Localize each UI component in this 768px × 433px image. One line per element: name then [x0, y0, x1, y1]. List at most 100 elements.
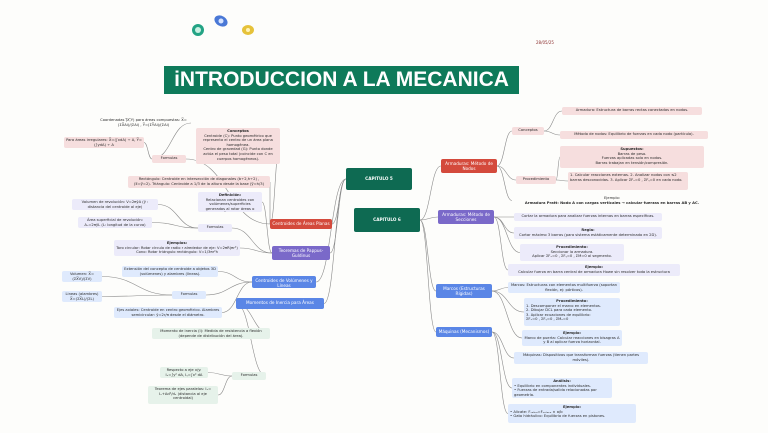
ejemplo1-title: Ejemplo:	[603, 196, 621, 200]
connector-hub-capitulo-6-node-maquinas	[419, 219, 437, 333]
connector-formulas-volumenes-lineas-formula	[101, 294, 173, 297]
connector-hub-capitulo-6-node-marcos	[419, 219, 437, 292]
connector-formulas-pappus-area-superficial	[151, 222, 199, 229]
connector-node-maquinas-maquinas-def	[491, 331, 515, 359]
marcos-def: Marcos: Estructuras con elementos multif…	[508, 282, 620, 293]
regla: Regla: Cortar máximo 3 barras (para sist…	[514, 227, 662, 239]
connector-node-marcos-marcos-def	[491, 287, 509, 292]
node-centroides-volumenes[interactable]: Centroides de Volúmenes y Líneas	[252, 276, 316, 288]
connector-formulas-centroides-areas-irregulares	[143, 142, 153, 160]
supuestos-body: Barras de peso. Fuerzas aplicadas solo e…	[595, 151, 669, 165]
connector-node-metodo-secciones-ejemplo-howe	[493, 216, 509, 271]
connector-procedimiento-nodos-procedimiento-lista	[555, 179, 569, 182]
date-label: 28/05/25	[536, 40, 554, 45]
node-centroides-areas[interactable]: Centroides de Áreas Planas	[270, 219, 332, 229]
connector-hub-capitulo-6-node-metodo-secciones	[419, 216, 439, 221]
conceptos-centroides: Conceptos Centroide (C): Punto geométric…	[196, 128, 280, 164]
proc3-body: 1. Descomponer el marco en elementos. 2.…	[526, 303, 602, 322]
formulas-inercia[interactable]: Formulas	[232, 372, 266, 380]
connector-procedimiento-nodos-supuestos	[555, 156, 561, 181]
node-teoremas-pappus[interactable]: Teoremas de Pappus-Guldinus	[272, 246, 330, 260]
connector-node-metodo-nodos-procedimiento-nodos	[496, 165, 517, 181]
ejemplos-title: Ejemplos:	[166, 241, 188, 245]
connector-formulas-inercia-ejes-paralelos	[217, 375, 233, 396]
connector-node-metodo-nodos-conceptos-armaduras	[496, 130, 513, 167]
formulas-centroides[interactable]: Formulas	[152, 155, 186, 163]
procedimiento-nodos[interactable]: Procedimiento	[516, 176, 556, 184]
ejemplo2-body: Calcular fuerza en barra central de arma…	[518, 269, 670, 274]
conceptos-body: Centroide (C): Punto geométrico que repr…	[203, 133, 273, 161]
connector-node-centroides-volumenes-formulas-volumenes	[205, 281, 253, 296]
connector-node-marcos-ejemplo-puerta	[491, 290, 523, 339]
connector-node-teoremas-pappus-formulas-pappus	[231, 227, 273, 254]
connector-conceptos-armaduras-armadura-def	[543, 110, 563, 132]
armadura-def: Armadura: Estructura de barras rectas co…	[562, 107, 702, 115]
secciones-def: Cortar la armadura para analizar fuerzas…	[514, 213, 662, 221]
node-momentos-inercia[interactable]: Momentos de Inercia para Áreas	[236, 298, 324, 309]
conceptos-title: Conceptos	[227, 129, 249, 133]
connector-conceptos-armaduras-metodo-nodos-def	[543, 130, 561, 136]
connector-node-teoremas-pappus-ejemplos-pappus	[239, 247, 273, 254]
procedimiento-secciones: Procedimiento: Seccionar la armadura. Ap…	[520, 244, 624, 261]
analisis: Análisis: • Equilibrio en componentes in…	[512, 378, 612, 398]
connector-node-maquinas-ejemplo-alicate	[491, 331, 509, 414]
ejes-axiales: Ejes axiales: Centroide en centro geomét…	[114, 307, 222, 318]
node-metodo-secciones[interactable]: Armaduras: Método de Secciones	[438, 210, 494, 224]
ejemplo1-body: Armadura Pratt: Nodo A con cargas vertic…	[524, 200, 700, 205]
connector-hub-capitulo-6-node-metodo-nodos	[419, 165, 442, 221]
conceptos-armaduras[interactable]: Conceptos	[512, 127, 544, 135]
procedimiento-lista: 1. Calcular reacciones externas. 2. Anal…	[568, 172, 688, 190]
hub-capitulo-6[interactable]: CAPITULO 6	[354, 208, 420, 232]
volumen-revolucion: Volumen de revolución: V=2πȳA (ȳ : dista…	[72, 199, 158, 210]
definicion-pappus: Definición: Relacionan centroides con vo…	[198, 192, 262, 212]
connector-hub-capitulo-5-node-momentos-inercia	[323, 178, 347, 304]
supuestos: Supuestos: Barras de peso. Fuerzas aplic…	[560, 146, 704, 168]
node-marcos[interactable]: Marcos (Estructuras Rígidas)	[436, 284, 492, 298]
connector-node-centroides-volumenes-extension-3d	[217, 271, 253, 283]
areas-irregulares: Para áreas irregulares: X̅=(∫xdA) ÷ A, Y…	[64, 137, 144, 148]
ejemplo4-title: Ejemplo:	[562, 405, 582, 409]
ejes-paralelos: Teorema de ejes paralelos: Iₓ= Iₓ+Ad²/dₓ…	[148, 386, 218, 404]
connector-formulas-inercia-respecto-eje	[207, 372, 233, 377]
ejemplo-howe: Ejemplo: Calcular fuerza en barra centra…	[508, 264, 680, 276]
ejemplos-pappus: Ejemplos: Toro circular: Rotar círculo d…	[114, 240, 240, 256]
proc3-title: Procedimiento:	[556, 299, 588, 303]
node-metodo-nodos[interactable]: Armaduras: Método de Nodos	[441, 159, 497, 173]
respecto-eje: Respecto a eje x/y: Iₓ=∫y² dA, Iᵧ=∫x² dA	[160, 367, 208, 378]
hub-capitulo-5[interactable]: CAPITULO 5	[346, 168, 412, 190]
ejemplo4-body: • Alicate: Fₛₐₗᵢₑₐ=Fₑₙₜₐₑₐ × a/b • Gato …	[510, 409, 606, 419]
analisis-body: • Equilibrio en componentes individuales…	[514, 383, 597, 397]
definicion-title: Definición:	[218, 193, 242, 197]
cherry-blossom-sticker-icon	[212, 12, 230, 30]
ejemplo-pratt: Ejemplo: Armadura Pratt: Nodo A con carg…	[512, 195, 712, 206]
connector-node-metodo-secciones-regla	[493, 216, 515, 234]
maquinas-def: Máquinas: Dispositivos que transforman f…	[514, 352, 648, 364]
node-maquinas[interactable]: Máquinas (Mecanismos)	[436, 327, 492, 337]
ejemplos-body: Toro circular: Rotar círculo de radio r …	[116, 245, 238, 255]
regla-body: Cortar máximo 3 barras (para sistema est…	[519, 232, 657, 237]
connector-formulas-volumenes-volumen-formula	[101, 276, 173, 296]
extension-3d: Extensión del concepto de centroide a ob…	[122, 266, 218, 277]
flower-sticker-icon	[190, 22, 206, 38]
definicion-body: Relacionan centroides con volúmenes/supe…	[205, 197, 255, 212]
connector-node-maquinas-analisis	[491, 331, 513, 389]
connector-hub-capitulo-5-node-centroides-volumenes	[315, 178, 347, 283]
connector-node-marcos-procedimiento-marcos	[491, 290, 525, 313]
connector-node-metodo-nodos-ejemplo-pratt	[496, 165, 513, 201]
metodo-nodos-def: Método de nodos: Equilibrio de fuerzas e…	[560, 131, 708, 139]
connector-node-teoremas-pappus-definicion-pappus	[261, 201, 273, 254]
connector-formulas-pappus-volumen-revolucion	[157, 204, 199, 229]
momento-inercia-def: Momento de inercia (I): Medida de resist…	[152, 328, 270, 339]
proc2-title: Procedimiento:	[556, 245, 588, 249]
volumen-formula: Volumen: X̅=(ΣX̅V)/(ΣV)	[62, 271, 102, 282]
ejemplo3-body: Marco de puerta: Calcular reacciones en …	[524, 335, 620, 345]
ejemplo-alicate: Ejemplo: • Alicate: Fₛₐₗᵢₑₐ=Fₑₙₜₐₑₐ × a/…	[508, 404, 636, 423]
connector-hub-capitulo-5-node-teoremas-pappus	[329, 178, 347, 254]
connector-node-momentos-inercia-formulas-inercia	[235, 303, 267, 377]
formulas-volumenes[interactable]: Formulas	[172, 291, 206, 299]
procedimiento-marcos: Procedimiento: 1. Descomponer el marco e…	[524, 298, 620, 326]
analisis-title: Análisis:	[553, 379, 571, 383]
regla-title: Regla:	[581, 228, 595, 232]
formulas-pappus[interactable]: Formulas	[198, 224, 232, 232]
